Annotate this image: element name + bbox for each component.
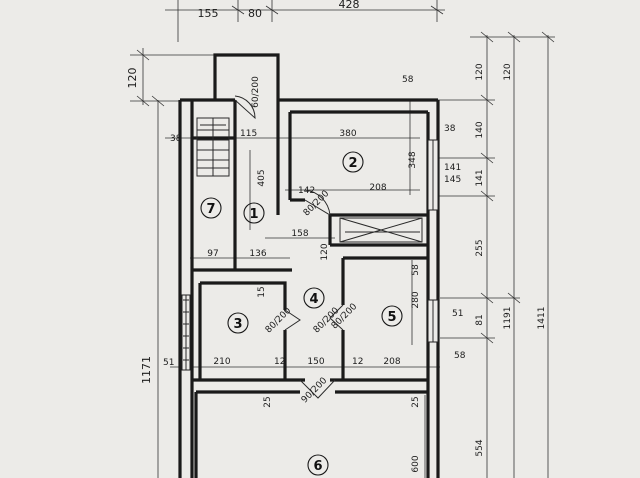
dim-38b: 38 [444,124,456,134]
room-4-circle [303,287,325,309]
dim-97: 97 [207,249,218,259]
dim-380: 380 [339,129,356,139]
dim-208a: 208 [369,183,386,193]
dim-12b: 12 [352,357,363,367]
room-4-number: 4 [309,292,318,307]
door-swings [234,95,344,399]
room-1-number: 1 [249,207,258,222]
dim-12a: 12 [274,357,285,367]
right-dim-141: 141 [475,169,485,186]
right-dim-1191: 1191 [503,307,513,330]
dim-405: 405 [257,169,267,186]
dimension-lines [130,0,555,478]
right-dim-81: 81 [475,314,485,325]
right-dim-140: 140 [475,121,485,138]
room-6-circle [307,454,329,476]
right-dim-1411: 1411 [537,307,547,330]
dim-25b: 25 [411,396,421,407]
right-dim-120b: 120 [503,63,513,80]
right-dim-120a: 120 [475,63,485,80]
top-dim-80: 80 [248,7,262,20]
room-7-circle [200,197,222,219]
dim-25a: 25 [263,396,273,407]
staircase [196,117,230,177]
room-1-circle [243,202,265,224]
dim-158: 158 [291,229,308,239]
dim-142: 142 [298,186,315,196]
dim-51b: 51 [452,309,463,319]
dim-120: 120 [320,243,330,260]
room-2-number: 2 [348,156,357,171]
top-dim-155: 155 [198,7,219,20]
left-dim-120: 120 [126,68,139,89]
room-3-number: 3 [233,317,242,332]
dim-15: 15 [257,286,267,297]
dim-208b: 208 [383,357,400,367]
dim-51a: 51 [163,358,174,368]
room-3-circle [227,312,249,334]
left-dim-1171: 1171 [140,356,153,384]
dim-58c: 58 [454,351,466,361]
room-5-circle [381,305,403,327]
room-5-number: 5 [387,310,396,325]
right-dim-554: 554 [475,439,485,456]
room-7-number: 7 [206,202,215,217]
room-markers: 1 2 3 4 5 6 7 [200,151,403,476]
dim-150: 150 [307,357,324,367]
top-dim-428: 428 [339,0,360,11]
dim-58a: 58 [402,75,414,85]
dim-600: 600 [411,455,421,472]
room-6-number: 6 [313,459,322,474]
door-60-200: 60/200 [251,76,261,108]
dim-348: 348 [408,151,418,168]
windows [181,139,439,371]
dim-38a: 38 [170,134,182,144]
dim-141-window: 141 [444,163,461,173]
room-2-circle [342,151,364,173]
dim-115: 115 [240,129,257,139]
dim-210: 210 [213,357,230,367]
dim-280: 280 [411,291,421,308]
right-dim-255: 255 [475,239,485,256]
dim-145-window: 145 [444,175,461,185]
dim-58b: 58 [411,264,421,276]
kitchen-counter [339,217,423,243]
dim-136: 136 [249,249,266,259]
